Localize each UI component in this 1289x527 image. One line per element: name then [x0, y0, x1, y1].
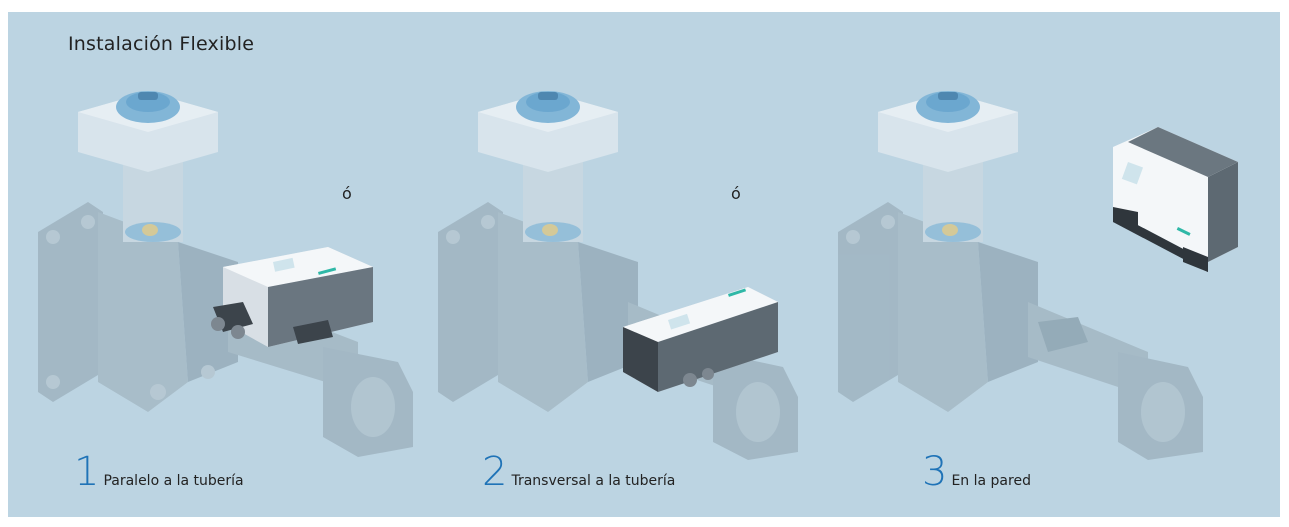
installation-panel: Instalación Flexible [8, 12, 1280, 517]
separator-or-1: ó [342, 184, 352, 203]
valve-with-device-wall-mounted-icon [838, 91, 1238, 460]
option-1-number: 1 [74, 449, 100, 495]
option-2-number: 2 [482, 449, 508, 495]
separator-or-2: ó [731, 184, 741, 203]
page-title: Instalación Flexible [68, 33, 255, 55]
option-3-label: En la pared [951, 473, 1031, 489]
option-2-label: Transversal a la tubería [511, 473, 676, 489]
option-3-caption: 3 En la pared [922, 452, 1031, 492]
option-3-number: 3 [922, 449, 948, 495]
valve-with-device-transverse-icon [438, 91, 798, 460]
valve-with-device-parallel-icon [38, 91, 413, 457]
option-1-caption: 1 Paralelo a la tubería [74, 452, 244, 492]
option-2-caption: 2 Transversal a la tubería [482, 452, 675, 492]
option-1-label: Paralelo a la tubería [103, 473, 244, 489]
